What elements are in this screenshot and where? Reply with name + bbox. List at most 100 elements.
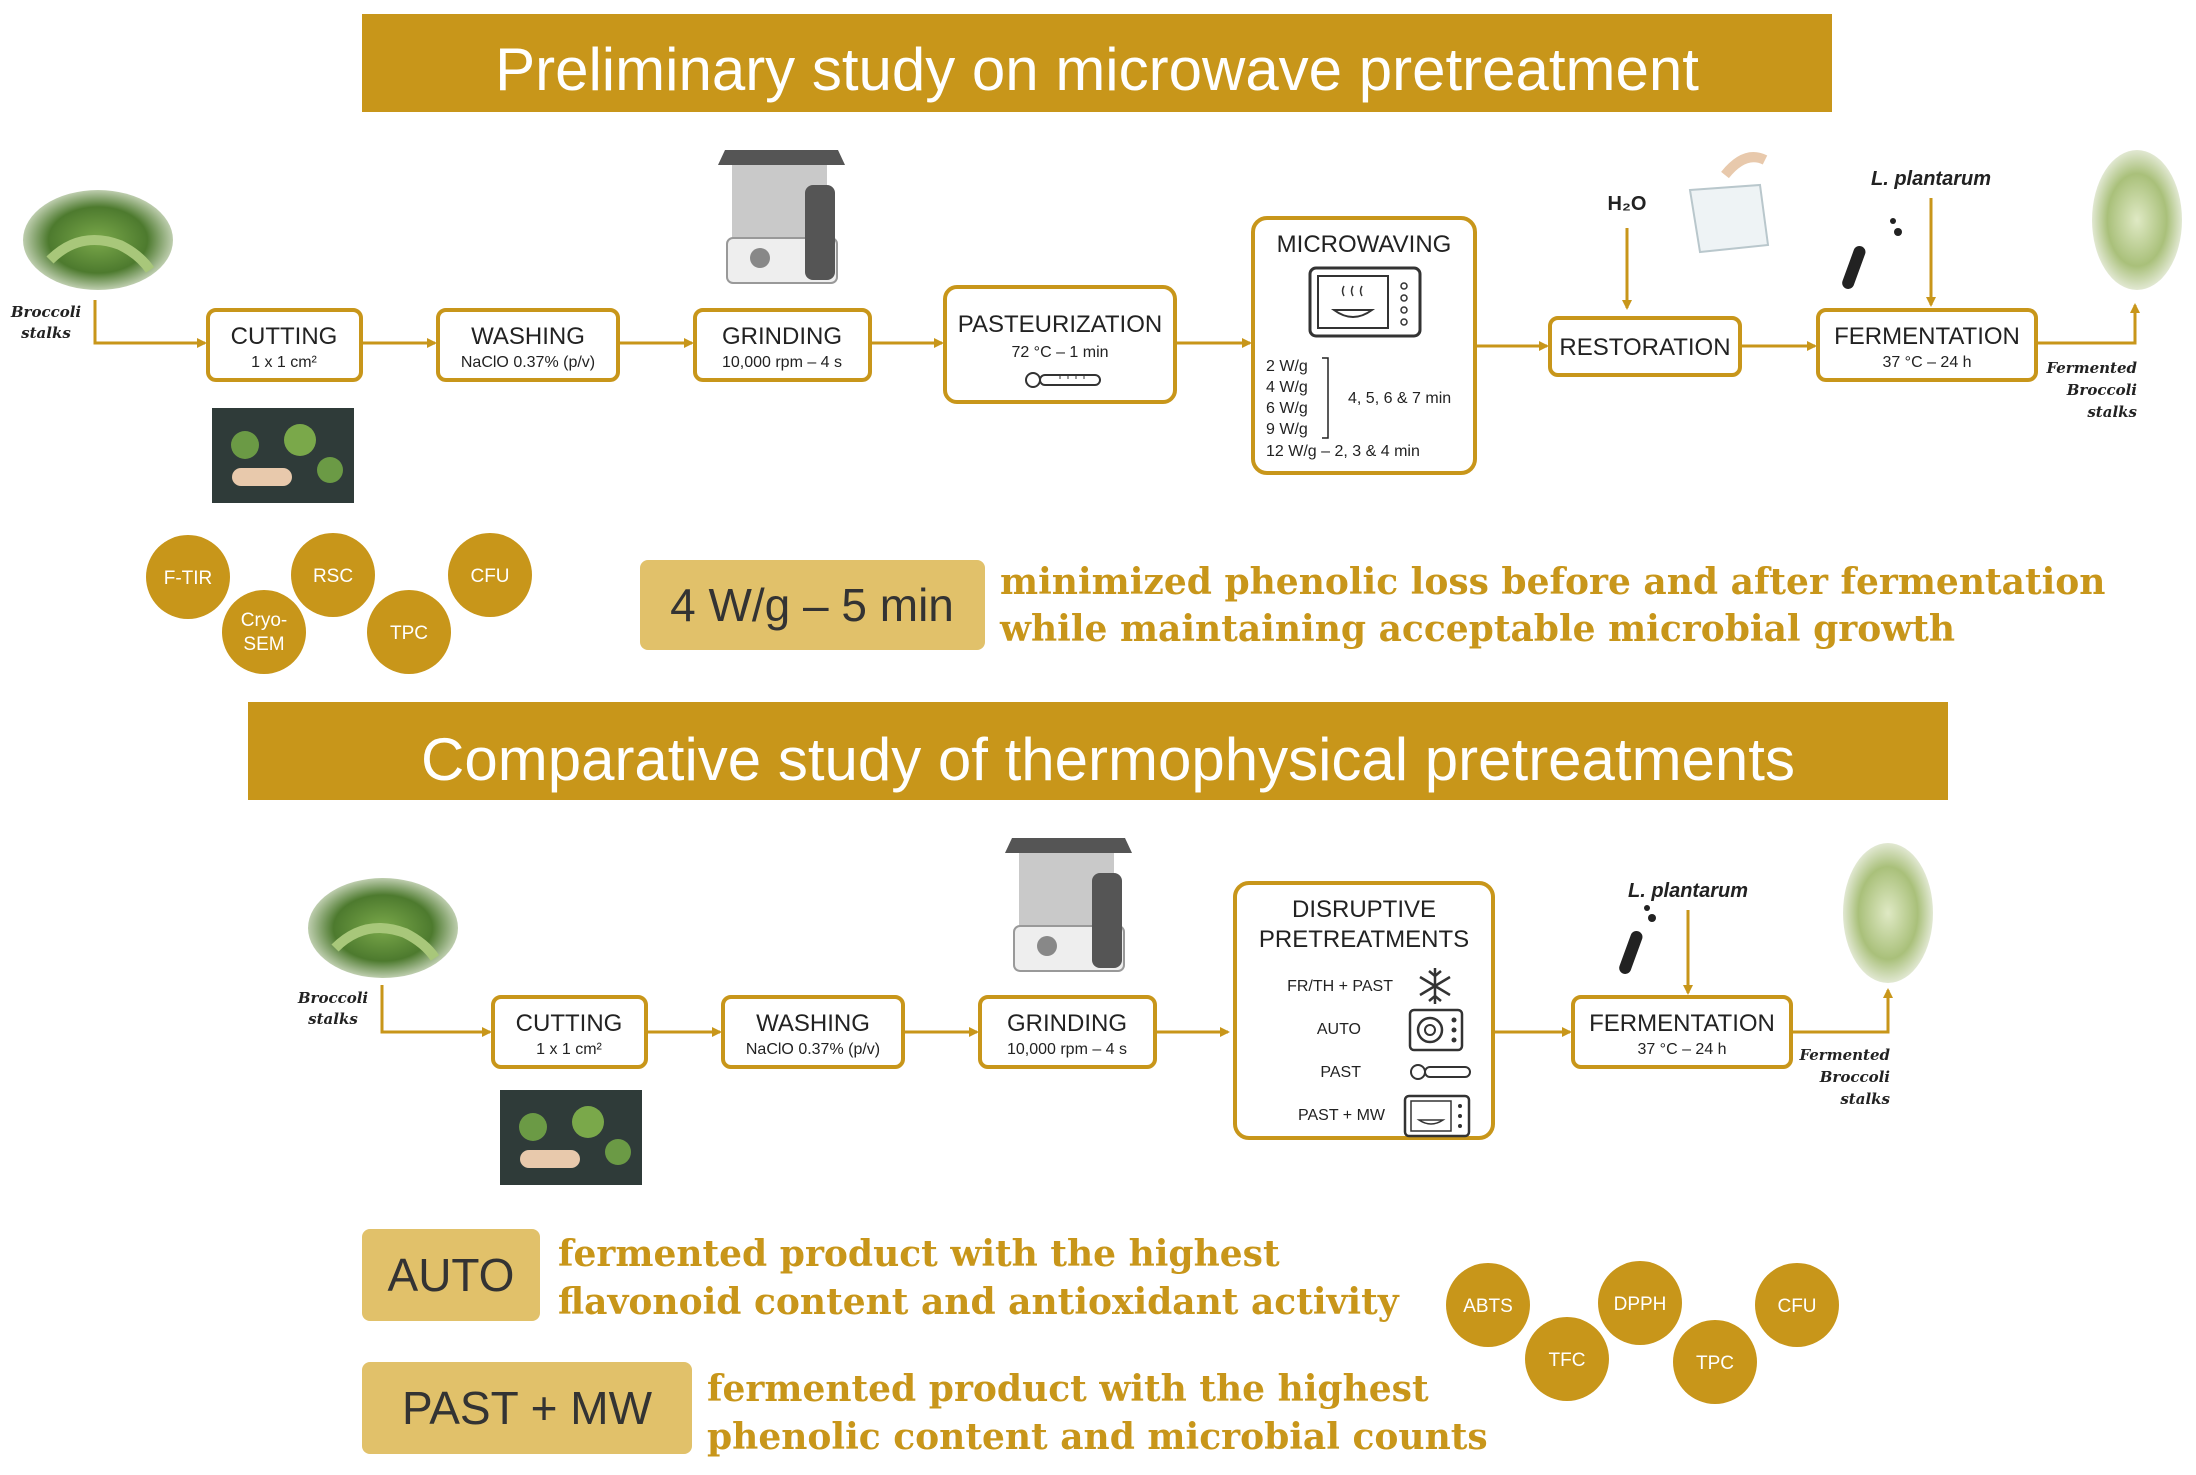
svg-text:AUTO: AUTO: [1317, 1021, 1361, 1038]
svg-text:TPC: TPC: [1696, 1353, 1734, 1374]
svg-text:6 W/g: 6 W/g: [1266, 400, 1308, 417]
thermometer-icon: [1025, 372, 1101, 388]
svg-text:stalks: stalks: [1840, 1090, 1890, 1108]
section2-title: Comparative study of thermophysical pret…: [421, 726, 1795, 793]
svg-text:10,000 rpm – 4 s: 10,000 rpm – 4 s: [1007, 1041, 1127, 1058]
autoclave-icon: [1408, 1008, 1464, 1052]
lplantarum-label-1: L. plantarum: [1871, 168, 1991, 190]
svg-text:CFU: CFU: [470, 566, 509, 587]
svg-text:FR/TH + PAST: FR/TH + PAST: [1287, 978, 1393, 995]
svg-text:CUTTING: CUTTING: [516, 1010, 623, 1037]
result-text-pastmw-a: fermented product with the highest: [707, 1368, 1429, 1410]
svg-text:TPC: TPC: [390, 623, 428, 644]
water-label: H₂O: [1608, 193, 1647, 215]
result-label-box-pastmw: [362, 1362, 692, 1454]
fermented-jar-image-2: [1843, 843, 1933, 983]
svg-text:SEM: SEM: [243, 634, 284, 655]
svg-text:1 x 1 cm²: 1 x 1 cm²: [251, 354, 317, 371]
section1-input-label: Broccoli: [10, 303, 82, 321]
svg-text:WASHING: WASHING: [471, 323, 585, 350]
svg-text:Cryo-: Cryo-: [241, 610, 287, 631]
section1-title-banner: [362, 14, 1832, 112]
step-grinding-1: [693, 308, 872, 382]
microwave-bracket: [1322, 357, 1329, 439]
svg-text:GRINDING: GRINDING: [722, 323, 842, 350]
svg-text:TFC: TFC: [1549, 1350, 1586, 1371]
svg-text:2 W/g: 2 W/g: [1266, 358, 1308, 375]
svg-text:4, 5, 6 & 7 min: 4, 5, 6 & 7 min: [1348, 390, 1451, 407]
snowflake-icon: [1419, 968, 1451, 1004]
svg-text:stalks: stalks: [21, 324, 71, 342]
microwave-icon-2: [1403, 1094, 1471, 1138]
svg-text:stalks: stalks: [2087, 403, 2137, 421]
section2-title-banner: [248, 702, 1948, 800]
section2-output-label: Fermented: [1798, 1046, 1890, 1064]
cutting-photo-1: [212, 408, 354, 503]
svg-text:RSC: RSC: [313, 566, 353, 587]
svg-text:PAST: PAST: [1320, 1064, 1361, 1081]
svg-text:FERMENTATION: FERMENTATION: [1834, 323, 2020, 350]
test-tube-icon-1: [1842, 218, 1902, 289]
section2-input-label: Broccoli: [297, 989, 369, 1007]
arrow-fermentation-output-2: [1791, 988, 1893, 1034]
svg-text:F-TIR: F-TIR: [164, 568, 213, 589]
broccoli-stalks-image-2: [308, 878, 458, 978]
svg-text:Broccoli: Broccoli: [2066, 381, 2138, 399]
svg-text:1 x 1 cm²: 1 x 1 cm²: [536, 1041, 602, 1058]
svg-text:Broccoli: Broccoli: [1819, 1068, 1891, 1086]
svg-text:PAST + MW: PAST + MW: [1298, 1107, 1386, 1124]
water-pitcher-icon: [1688, 152, 1770, 254]
result-label-box-1: [640, 560, 985, 650]
thermomix-icon-1: [718, 150, 845, 284]
section1-output-label: Fermented: [2045, 359, 2137, 377]
svg-text:MICROWAVING: MICROWAVING: [1277, 231, 1452, 258]
svg-text:WASHING: WASHING: [756, 1010, 870, 1037]
svg-text:NaClO 0.37% (p/v): NaClO 0.37% (p/v): [461, 354, 595, 371]
svg-text:FERMENTATION: FERMENTATION: [1589, 1010, 1775, 1037]
thermomix-icon-2: [1005, 838, 1132, 972]
result-text-auto-b: flavonoid content and antioxidant activi…: [558, 1281, 1400, 1323]
svg-text:12 W/g – 2, 3 & 4 min: 12 W/g – 2, 3 & 4 min: [1266, 443, 1420, 460]
test-tube-icon-2: [1619, 905, 1656, 974]
svg-text:PASTEURIZATION: PASTEURIZATION: [958, 311, 1162, 338]
step-cutting-1: [206, 308, 363, 382]
svg-text:GRINDING: GRINDING: [1007, 1010, 1127, 1037]
result-label-pastmw: PAST + MW: [402, 1382, 653, 1434]
arrow-input-to-cutting-2: [380, 985, 492, 1037]
svg-text:stalks: stalks: [308, 1010, 358, 1028]
svg-text:37 °C – 24 h: 37 °C – 24 h: [1637, 1041, 1726, 1058]
result-text-1b: while maintaining acceptable microbial g…: [999, 608, 1955, 650]
svg-text:ABTS: ABTS: [1463, 1296, 1513, 1317]
analysis-bubbles-2: ABTS DPPH CFU TFC TPC: [1446, 1261, 1839, 1404]
analysis-bubbles-1: F-TIR RSC CFU Cryo- SEM TPC: [146, 533, 532, 674]
svg-text:RESTORATION: RESTORATION: [1559, 334, 1730, 361]
svg-text:9 W/g: 9 W/g: [1266, 421, 1308, 438]
microwave-icon-1: [1308, 266, 1422, 338]
step-fermentation-1: [1816, 308, 2038, 382]
svg-text:DPPH: DPPH: [1614, 1294, 1667, 1315]
result-label-auto: AUTO: [388, 1249, 515, 1301]
cutting-photo-2: [500, 1090, 642, 1185]
arrow-input-to-cutting-1: [93, 300, 207, 348]
lplantarum-label-2: L. plantarum: [1628, 880, 1748, 902]
fermented-jar-image-1: [2092, 150, 2182, 290]
svg-text:10,000 rpm – 4 s: 10,000 rpm – 4 s: [722, 354, 842, 371]
svg-text:37 °C – 24 h: 37 °C – 24 h: [1882, 354, 1971, 371]
result-text-1a: minimized phenolic loss before and after…: [1000, 561, 2105, 603]
svg-text:DISRUPTIVE: DISRUPTIVE: [1292, 896, 1436, 923]
svg-text:CUTTING: CUTTING: [231, 323, 338, 350]
broccoli-stalks-image-1: [23, 190, 173, 290]
svg-text:4 W/g: 4 W/g: [1266, 379, 1308, 396]
thermometer-icon-2: [1410, 1064, 1471, 1080]
section1-title: Preliminary study on microwave pretreatm…: [495, 36, 1699, 103]
svg-text:NaClO 0.37% (p/v): NaClO 0.37% (p/v): [746, 1041, 880, 1058]
result-text-pastmw-b: phenolic content and microbial counts: [707, 1416, 1488, 1458]
step-disruptive-pretreatments: [1233, 881, 1495, 1140]
result-label-1: 4 W/g – 5 min: [670, 579, 954, 631]
arrow-fermentation-output-1: [2036, 303, 2140, 345]
result-text-auto-a: fermented product with the highest: [558, 1233, 1280, 1275]
svg-text:CFU: CFU: [1777, 1296, 1816, 1317]
result-label-box-auto: [362, 1229, 540, 1321]
step-washing-1: [436, 308, 620, 382]
